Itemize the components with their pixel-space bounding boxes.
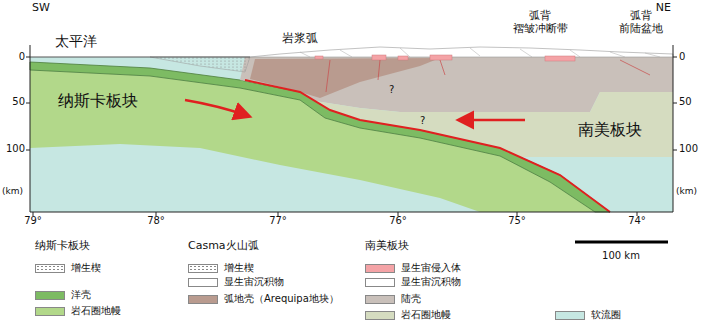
legend-swatch bbox=[365, 264, 395, 273]
legend-text: 岩石圈地幔 bbox=[71, 305, 121, 317]
axis-tick: 77° bbox=[269, 215, 287, 227]
plate-label: 南美板块 bbox=[578, 121, 642, 139]
axis-tick: 76° bbox=[389, 215, 407, 227]
legend-heading: 南美板块 bbox=[365, 240, 409, 253]
plate-label: 纳斯卡板块 bbox=[58, 92, 138, 110]
legend-swatch bbox=[35, 291, 65, 300]
pattern-swatch bbox=[35, 264, 65, 273]
direction-label: SW bbox=[32, 2, 50, 15]
axis-tick: 50 bbox=[12, 96, 25, 108]
legend-text: 洋壳 bbox=[71, 289, 91, 301]
legend-swatch bbox=[365, 295, 395, 304]
legend-swatch bbox=[35, 307, 65, 316]
axis-tick: 75° bbox=[508, 215, 526, 227]
legend-text: 显生宙沉积物 bbox=[224, 276, 284, 288]
scale-label: 100 km bbox=[602, 250, 640, 262]
legend-swatch bbox=[365, 311, 395, 320]
legend-swatch bbox=[555, 311, 585, 320]
axis-unit: (km) bbox=[676, 186, 697, 196]
legend-text: 显生宙侵入体 bbox=[401, 262, 461, 274]
pattern-swatch bbox=[188, 264, 218, 273]
axis-tick: 100 bbox=[679, 143, 698, 155]
uncertain-mark: ? bbox=[420, 115, 425, 127]
legend-text: 陆壳 bbox=[401, 293, 421, 305]
axis-tick: 79° bbox=[24, 215, 42, 227]
axis-tick: 0 bbox=[19, 51, 25, 63]
region-label: 弧背 褶皱冲断带 bbox=[509, 10, 571, 35]
legend-text: 增生楔 bbox=[71, 262, 101, 274]
legend-swatch bbox=[188, 295, 218, 304]
axis-tick: 0 bbox=[679, 51, 685, 63]
axis-tick: 50 bbox=[679, 96, 692, 108]
legend-swatch bbox=[188, 278, 218, 287]
axis-tick: 74° bbox=[628, 215, 646, 227]
legend-swatch bbox=[365, 278, 395, 287]
legend-heading: 纳斯卡板块 bbox=[35, 240, 90, 253]
legend-heading: Casma火山弧 bbox=[188, 240, 259, 253]
legend-text: 软流圈 bbox=[591, 309, 621, 321]
region-label: 弧背 前陆盆地 bbox=[615, 10, 667, 35]
legend-text: 岩石圈地幔 bbox=[401, 309, 451, 321]
axis-unit: (km) bbox=[2, 186, 23, 196]
axis-tick: 100 bbox=[6, 143, 25, 155]
legend-text: 显生宙沉积物 bbox=[401, 276, 461, 288]
ocean-label: 太平洋 bbox=[55, 33, 97, 49]
axis-tick: 78° bbox=[147, 215, 165, 227]
direction-label: NE bbox=[656, 2, 671, 15]
region-label: 岩浆弧 bbox=[282, 32, 318, 46]
legend-text: 增生楔 bbox=[224, 262, 254, 274]
legend-text: 弧地壳（Arequipa地块） bbox=[224, 293, 339, 305]
uncertain-mark: ? bbox=[389, 84, 394, 96]
